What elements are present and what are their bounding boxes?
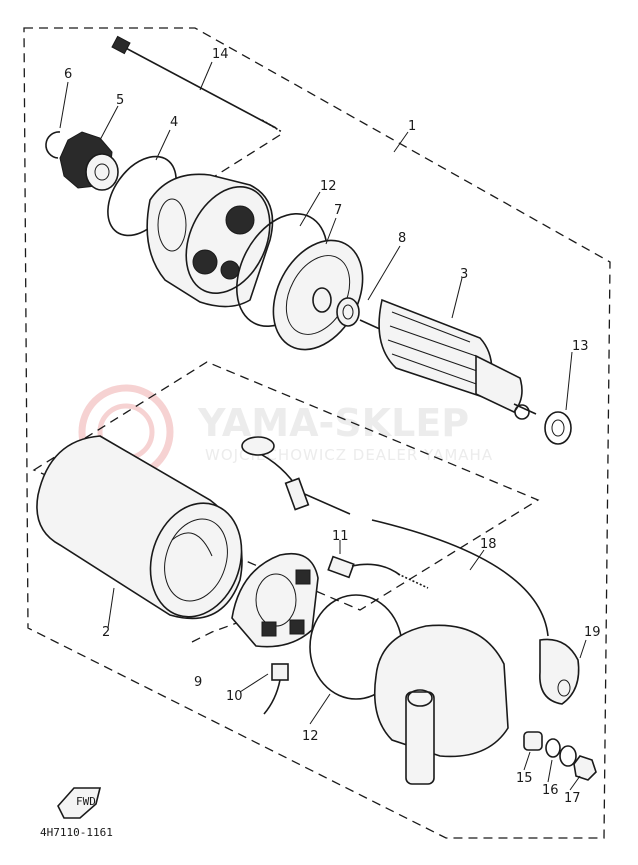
- fwd-label: FWD: [76, 795, 96, 808]
- callout-9: 9: [194, 675, 202, 690]
- callout-14: 14: [212, 47, 229, 62]
- plate: [272, 239, 364, 351]
- assembly-outline-1: [23, 27, 611, 839]
- fwd-arrow-icon: FWD: [57, 787, 102, 819]
- pinion-gear: [59, 131, 119, 191]
- callout-17: 17: [564, 791, 581, 806]
- rear-cover: [373, 624, 509, 785]
- armature: [359, 298, 537, 420]
- watermark-title: YAMA-SKLEP: [197, 401, 469, 445]
- callout-1: 1: [408, 119, 416, 134]
- watermark: YAMA-SKLEP WOJCIECHOWICZ DEALER YAMAHA: [78, 384, 493, 480]
- callout-19: 19: [584, 625, 601, 640]
- callout-13: 13: [572, 339, 589, 354]
- callout-labels: 1 2 3 4 5 6 7 8 9 10 11 12 12 13 14 15 1…: [64, 47, 601, 806]
- callout-10: 10: [226, 689, 243, 704]
- callout-5: 5: [116, 93, 124, 108]
- callout-11: 11: [332, 529, 349, 544]
- through-bolt: [111, 35, 283, 133]
- washer-13: [544, 411, 572, 445]
- terminal-lead: [327, 555, 429, 589]
- callout-12-upper: 12: [320, 179, 337, 194]
- brush-plate: [231, 553, 319, 648]
- callout-2: 2: [102, 625, 110, 640]
- callout-3: 3: [460, 267, 468, 282]
- subgroup-outline-armature: [32, 361, 540, 611]
- circlip: [45, 131, 61, 159]
- brush: [263, 663, 289, 715]
- callout-12-lower: 12: [302, 729, 319, 744]
- callout-18: 18: [480, 537, 497, 552]
- front-cover-housing: [146, 173, 274, 308]
- watermark-subtitle: WOJCIECHOWICZ DEALER YAMAHA: [205, 446, 493, 464]
- reference-code: 4H7110-1161: [40, 826, 113, 839]
- brush-holder-leader: [191, 599, 301, 643]
- yoke: [36, 435, 243, 620]
- lead-wire: [241, 436, 549, 637]
- callout-15: 15: [516, 771, 533, 786]
- callout-6: 6: [64, 67, 72, 82]
- callout-4: 4: [170, 115, 178, 130]
- callout-8: 8: [398, 231, 406, 246]
- leader-lines: [59, 61, 587, 791]
- callout-16: 16: [542, 783, 559, 798]
- terminal-boot: [539, 638, 580, 705]
- callout-7: 7: [334, 203, 342, 218]
- washer-8: [336, 297, 360, 327]
- nut-and-washers: [523, 731, 597, 781]
